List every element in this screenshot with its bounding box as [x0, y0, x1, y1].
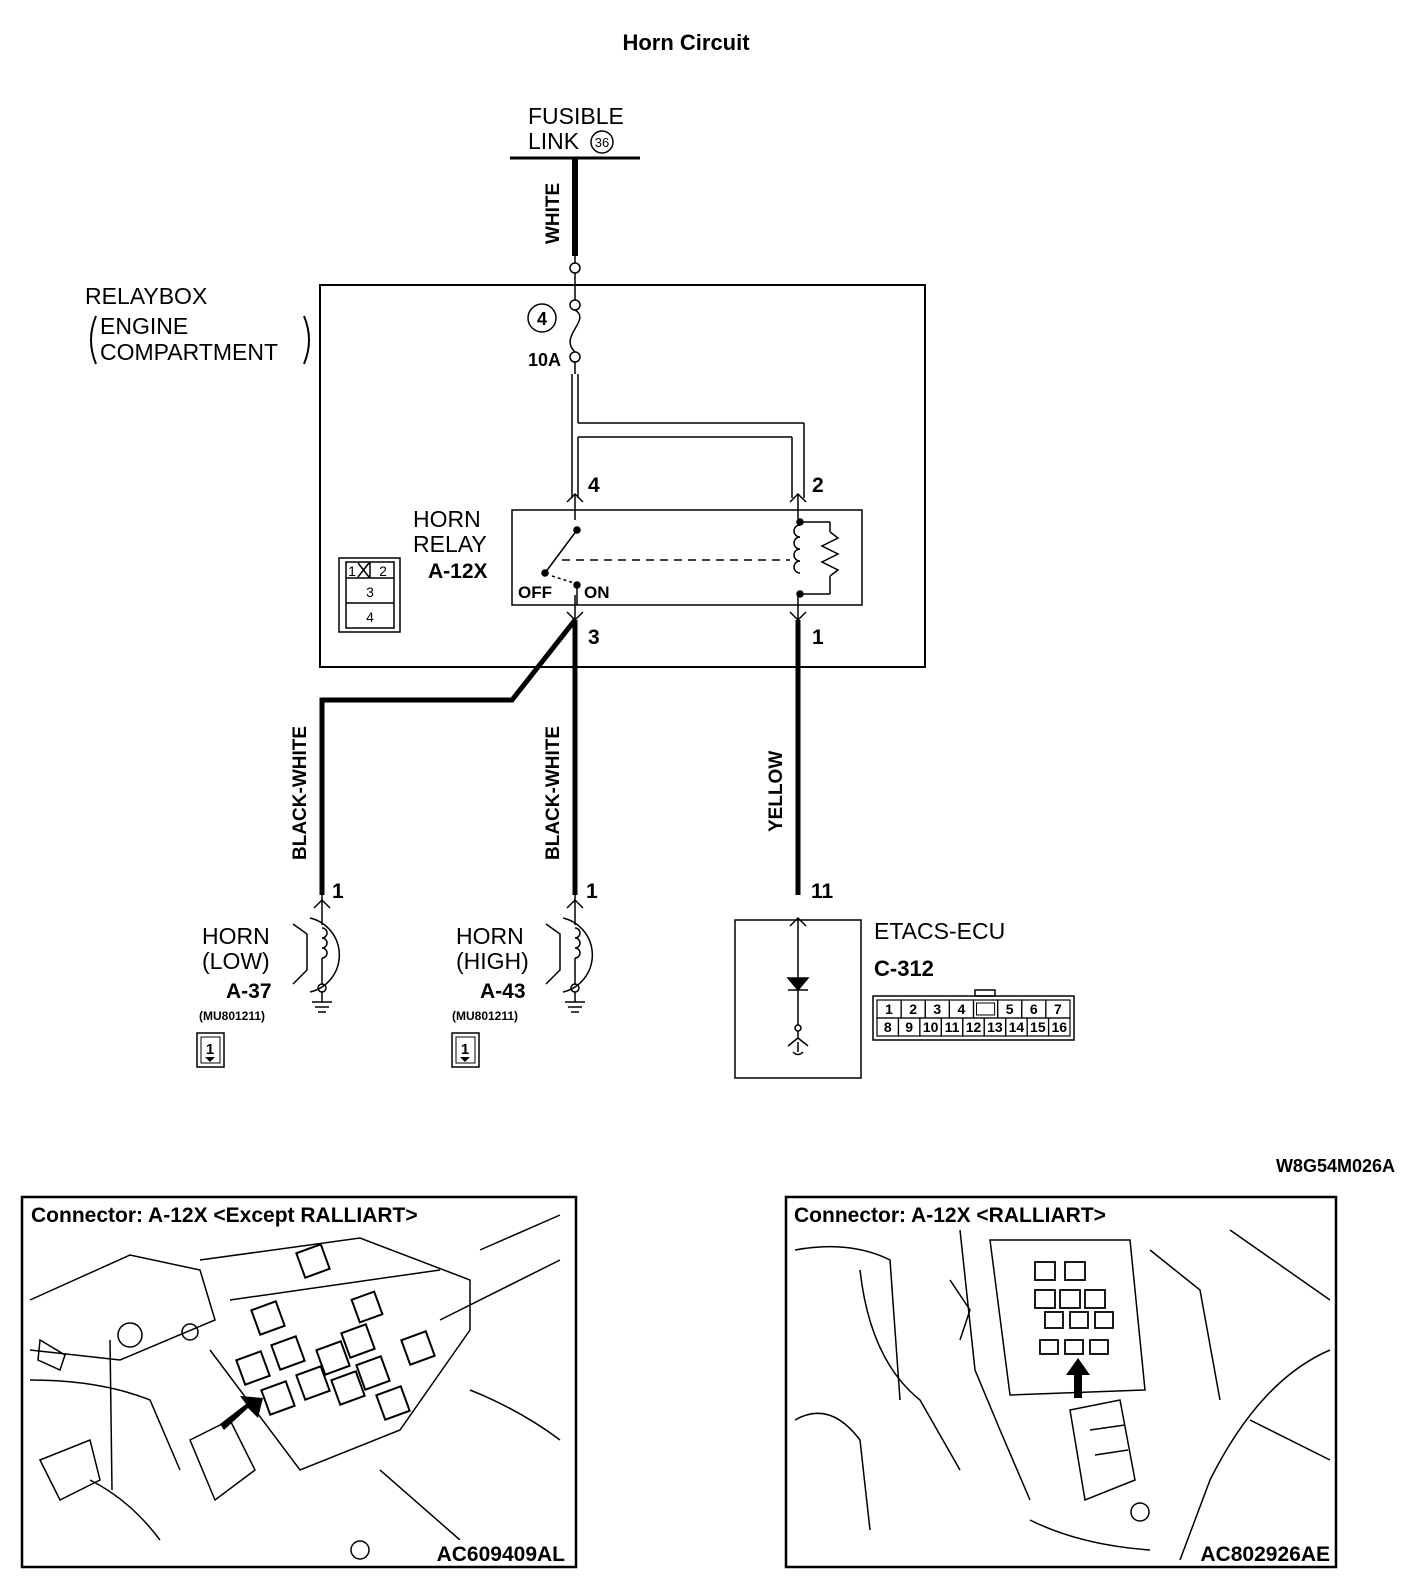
etacs-face-pin-label: 14	[1009, 1019, 1025, 1035]
etacs-face-cell	[1047, 1017, 1071, 1037]
relay-on-label: ON	[584, 583, 610, 602]
horn-high-part-number: (MU801211)	[452, 1009, 518, 1023]
relaybox-paren-right	[303, 315, 310, 365]
horn-low-ref-box	[196, 1032, 225, 1068]
relay-pin-3: 3	[588, 626, 600, 649]
black-white-wire-label-low: BLACK-WHITE	[290, 726, 311, 860]
fuse-rating: 10A	[528, 350, 561, 370]
etacs-face-pin-label: 9	[905, 1019, 913, 1035]
horn-relay-label-line1: HORN	[413, 506, 481, 532]
horn-high-label-line1: HORN	[456, 923, 524, 949]
etacs-face-pin-label: 12	[966, 1019, 982, 1035]
horn-high-ref-box	[451, 1032, 480, 1068]
fusible-link-number-circle	[590, 130, 614, 154]
horn-low-ref: 1	[206, 1041, 214, 1058]
relaybox-outline	[319, 284, 926, 668]
relay-pin-2: 2	[812, 474, 824, 497]
fuse-number: 4	[537, 309, 547, 329]
etacs-face-pin-label: 15	[1030, 1019, 1046, 1035]
relay-coil	[793, 518, 840, 598]
relay-pin-4: 4	[588, 474, 600, 497]
photo-left-title: Connector: A-12X <Except RALLIART>	[31, 1204, 418, 1227]
photo-left-code: AC609409AL	[437, 1543, 566, 1566]
black-white-wire-label-high: BLACK-WHITE	[543, 726, 564, 860]
horn-low-connector-id: A-37	[226, 980, 272, 1003]
relaybox-paren-left	[90, 315, 97, 365]
horn-high-ref-box-inner	[455, 1036, 476, 1064]
fuse-number-circle	[527, 303, 557, 333]
horn-high-label-line2: (HIGH)	[456, 948, 529, 974]
etacs-face-pin-label: 1	[885, 1001, 893, 1017]
horn-low-label-line2: (LOW)	[202, 948, 270, 974]
etacs-face-pin-label: 4	[958, 1001, 966, 1017]
photo-right-title: Connector: A-12X <RALLIART>	[794, 1204, 1106, 1227]
horn-low-symbol	[292, 895, 341, 1013]
engine-bay-illustration-left	[29, 1214, 561, 1560]
fuse-4-symbol	[569, 256, 581, 374]
drawing-code: W8G54M026A	[1276, 1156, 1395, 1176]
engine-bay-illustration-right	[794, 1229, 1331, 1561]
etacs-face-pin-label: 5	[1006, 1001, 1014, 1017]
relay-face-pin-1: 1	[348, 563, 356, 579]
white-wire-label: WHITE	[543, 183, 564, 244]
horn-low-ref-box-inner	[200, 1036, 221, 1064]
connector-photo-left: Connector: A-12X <Except RALLIART> AC609…	[20, 1195, 578, 1569]
horn-high-ref: 1	[461, 1041, 469, 1058]
relaybox-internal-wiring	[571, 374, 805, 498]
horn-low-part-number: (MU801211)	[199, 1009, 265, 1023]
page-title: Horn Circuit	[622, 30, 750, 55]
etacs-face-pin-label: 6	[1030, 1001, 1038, 1017]
etacs-face-pin-label: 16	[1051, 1019, 1067, 1035]
etacs-face-pin-label: 13	[987, 1019, 1003, 1035]
relay-block-right	[1034, 1261, 1114, 1355]
yellow-wire-label: YELLOW	[766, 751, 787, 832]
horn-relay-connector-id: A-12X	[428, 560, 488, 583]
relay-block-left	[235, 1243, 436, 1421]
relaybox-location-line2: COMPARTMENT	[100, 339, 278, 365]
horn-low-ref-arrow	[205, 1057, 215, 1062]
relay-face-pin-2: 2	[379, 563, 387, 579]
etacs-internal-symbol	[786, 916, 810, 1056]
relaybox-location-line1: ENGINE	[100, 313, 188, 339]
arrow-pointer-right	[1066, 1358, 1090, 1398]
connector-photo-right: Connector: A-12X <RALLIART> AC802926AE	[784, 1195, 1338, 1569]
fusible-link-label-line1: FUSIBLE	[528, 103, 624, 129]
etacs-face-pin-label: 2	[909, 1001, 917, 1017]
etacs-face-pin-label: 10	[923, 1019, 939, 1035]
photo-right-code: AC802926AE	[1200, 1543, 1330, 1566]
etacs-connector-id: C-312	[874, 956, 934, 981]
etacs-face-pin-label: 11	[945, 1019, 960, 1035]
relay-off-label: OFF	[518, 583, 552, 602]
relay-pin-1: 1	[812, 626, 824, 649]
horn-high-ref-arrow	[460, 1057, 470, 1062]
horn-low-pin: 1	[332, 880, 344, 903]
etacs-face-pin-label: 8	[884, 1019, 892, 1035]
fusible-link-label-line2: LINK	[528, 128, 580, 154]
black-white-wire-low	[319, 618, 577, 895]
etacs-face-key	[976, 1002, 996, 1016]
relaybox-label: RELAYBOX	[85, 283, 207, 309]
etacs-ecu-label: ETACS-ECU	[874, 918, 1005, 944]
fusible-link-number: 36	[595, 135, 609, 150]
relay-switch	[541, 526, 790, 605]
horn-high-connector-id: A-43	[480, 980, 526, 1003]
relay-connector-face	[338, 557, 401, 633]
etacs-face-pin-label: 3	[933, 1001, 941, 1017]
relay-face-pin-3: 3	[366, 584, 374, 600]
horn-high-symbol	[545, 895, 594, 1013]
relay-face-pin-4: 4	[366, 609, 374, 625]
etacs-pin: 11	[811, 880, 834, 903]
horn-relay-outline	[511, 509, 863, 606]
horn-relay-label-line2: RELAY	[413, 531, 487, 557]
horn-high-pin: 1	[586, 880, 598, 903]
etacs-face-pin-label: 7	[1054, 1001, 1062, 1017]
horn-low-label-line1: HORN	[202, 923, 270, 949]
arrow-pointer-left	[220, 1396, 263, 1430]
